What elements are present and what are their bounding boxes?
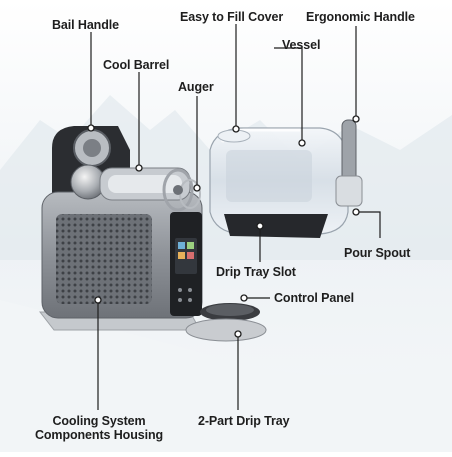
callout-line-spout [358, 211, 381, 238]
label-drip-tray-slot: Drip Tray Slot [216, 265, 296, 279]
label-cool-barrel: Cool Barrel [103, 58, 170, 72]
display-icon-3 [178, 252, 185, 259]
display-icon-2 [187, 242, 194, 249]
label-control-panel: Control Panel [274, 291, 354, 305]
drip-tray-slot [224, 214, 328, 238]
label-easy-fill-cover: Easy to Fill Cover [180, 10, 284, 24]
drip-tray-bottom [185, 318, 267, 342]
label-cooling-housing: Cooling System Components Housing [34, 414, 164, 442]
callout-dot-barrel [135, 164, 143, 172]
callout-dot-vessel [298, 139, 306, 147]
display-icon-4 [187, 252, 194, 259]
callout-dot-control [240, 294, 248, 302]
callout-dot-cover [232, 125, 240, 133]
panel-button-3 [178, 298, 182, 302]
display-icon-1 [178, 242, 185, 249]
callout-dot-handle [352, 115, 360, 123]
bail-handle-hub [83, 139, 101, 157]
callout-dot-drip-slot [256, 222, 264, 230]
label-bail-handle: Bail Handle [52, 18, 119, 32]
callout-dot-auger [193, 184, 201, 192]
vessel-contents [226, 150, 312, 202]
label-auger: Auger [178, 80, 214, 94]
label-ergonomic-handle: Ergonomic Handle [306, 10, 415, 24]
label-vessel: Vessel [282, 38, 321, 52]
label-pour-spout: Pour Spout [344, 246, 411, 260]
vent-grille [56, 214, 152, 304]
callout-lines [90, 24, 381, 410]
auger-center [173, 185, 183, 195]
panel-button-2 [188, 288, 192, 292]
label-2-part-drip-tray: 2-Part Drip Tray [198, 414, 290, 428]
callout-dot-spout [352, 208, 360, 216]
pour-spout [335, 175, 363, 207]
drip-tray-top-inner [206, 304, 254, 316]
panel-button-4 [188, 298, 192, 302]
panel-button-1 [178, 288, 182, 292]
cool-barrel-highlight [108, 175, 182, 193]
callout-dot-bail [87, 124, 95, 132]
callout-dot-tray [234, 330, 242, 338]
callout-dots [87, 115, 360, 338]
callout-line-vessel [274, 47, 303, 142]
auger [162, 168, 194, 212]
callout-dot-housing [94, 296, 102, 304]
snow-floor [0, 300, 452, 452]
